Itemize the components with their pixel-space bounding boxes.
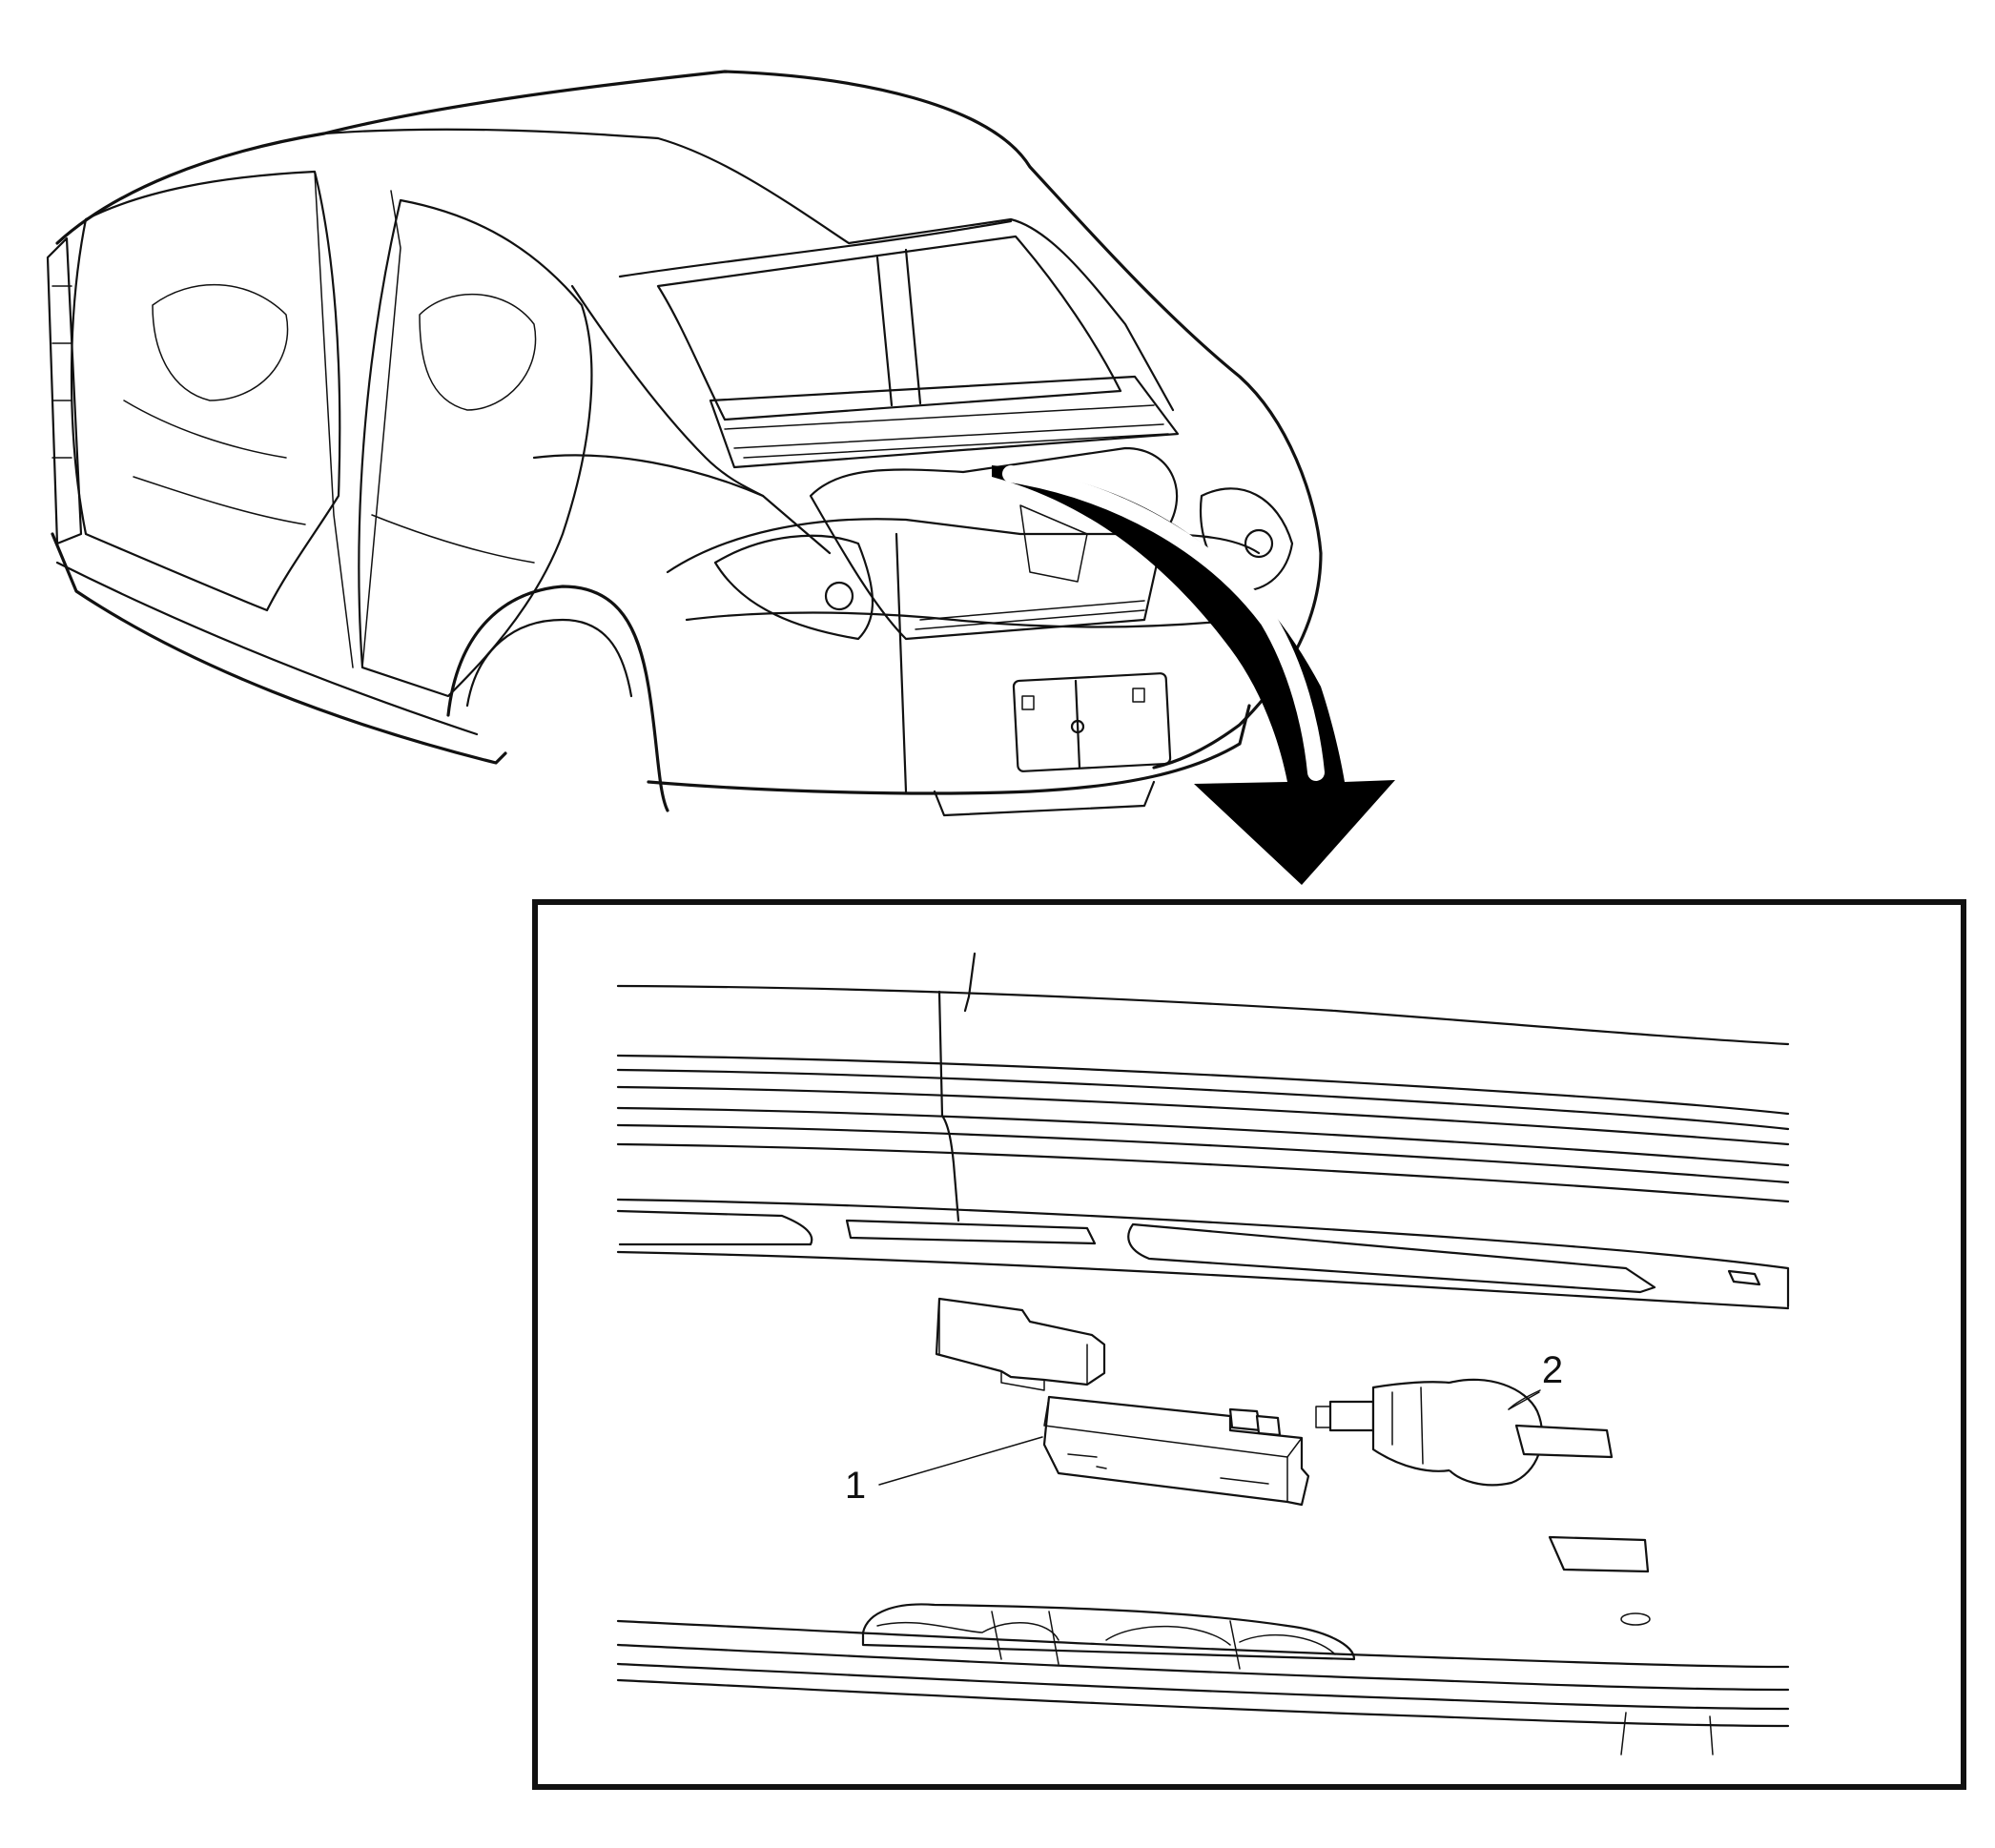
rear-window bbox=[656, 235, 1122, 421]
callout-1: 1 bbox=[845, 1436, 1043, 1507]
callout-label-1: 1 bbox=[845, 1465, 866, 1507]
tail-lamp-left bbox=[713, 534, 874, 641]
mounting-pad-upper bbox=[1514, 1424, 1614, 1459]
callout-2: 2 bbox=[1508, 1349, 1563, 1410]
trunk-opening bbox=[809, 446, 1179, 641]
trunk-lid-panel bbox=[616, 952, 1790, 1310]
front-door-opening bbox=[70, 170, 341, 612]
rear-bumper bbox=[647, 704, 1251, 795]
vehicle-body-illustration bbox=[46, 70, 1323, 817]
trunk-sill bbox=[616, 1603, 1790, 1756]
rear-wheel-arch bbox=[446, 585, 669, 812]
roof-outline bbox=[55, 70, 1323, 770]
license-plate bbox=[1012, 672, 1172, 772]
package-shelf bbox=[709, 375, 1180, 469]
inset-frame bbox=[532, 899, 1966, 1790]
mounting-pad-lower bbox=[1548, 1535, 1650, 1573]
rear-door-opening bbox=[358, 198, 593, 698]
callout-label-2: 2 bbox=[1542, 1349, 1563, 1391]
roof-inner-line bbox=[322, 128, 1175, 412]
mounting-hole bbox=[1620, 1612, 1651, 1626]
rocker-sill bbox=[51, 532, 507, 765]
curved-arrow-icon bbox=[992, 465, 1395, 885]
bulb-part-2 bbox=[1315, 1378, 1544, 1487]
lamp-housing-part-1 bbox=[935, 1297, 1310, 1507]
detail-inset: 1 2 bbox=[532, 899, 1966, 1790]
